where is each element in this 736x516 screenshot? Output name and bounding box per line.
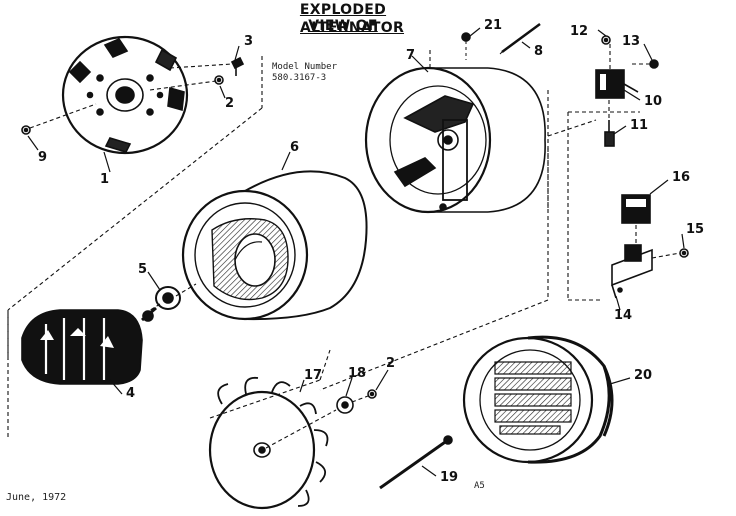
- callout-19: 19: [440, 470, 459, 485]
- part-brush-holder-10: [595, 69, 639, 99]
- callout-7: 7: [406, 48, 416, 63]
- callout-4: 4: [126, 386, 136, 401]
- sheet-code: A5: [474, 481, 485, 491]
- part-bearing-5: [155, 286, 181, 310]
- callout-17: 17: [304, 368, 323, 383]
- callout-11: 11: [630, 118, 649, 133]
- part-nut-2: [367, 389, 377, 399]
- callout-3: 3: [244, 34, 254, 49]
- callout-16: 16: [672, 170, 691, 185]
- part-stator-housing-6: [181, 170, 368, 321]
- part-rotor-4: [21, 306, 157, 385]
- model-number-value: 580.3167-3: [272, 73, 327, 83]
- part-regulator-14: [611, 244, 653, 299]
- part-washer-2: [214, 75, 224, 85]
- part-washer-18: [336, 396, 354, 414]
- part-fan-17: [208, 376, 329, 510]
- date-label: June, 1972: [6, 492, 67, 503]
- part-end-bell-1: [61, 35, 189, 155]
- part-screw-21: [461, 32, 471, 60]
- part-capacitor-16: [621, 194, 651, 224]
- part-rear-cover-20: [462, 335, 614, 464]
- callout-2-lower: 2: [386, 356, 396, 371]
- callout-15: 15: [686, 222, 705, 237]
- callout-12: 12: [570, 24, 589, 39]
- part-screw-13: [649, 59, 659, 69]
- callout-5: 5: [138, 262, 148, 277]
- callout-8: 8: [534, 44, 544, 59]
- part-bolt-3: [230, 56, 245, 76]
- callout-10: 10: [644, 94, 663, 109]
- part-through-bolt-19: [379, 435, 453, 490]
- callout-20: 20: [634, 368, 653, 383]
- callout-9: 9: [38, 150, 48, 165]
- part-brush-11: [604, 120, 615, 147]
- callout-6: 6: [290, 140, 300, 155]
- callout-2: 2: [225, 96, 235, 111]
- part-rear-housing-7: [364, 66, 546, 214]
- callout-18: 18: [348, 366, 367, 381]
- title-line-2: ALTERNATOR: [300, 20, 405, 36]
- part-screw-12: [601, 35, 611, 45]
- callout-13: 13: [622, 34, 641, 49]
- part-screw-15: [679, 248, 689, 258]
- part-through-bolt-8: [499, 22, 541, 55]
- callout-21: 21: [484, 18, 503, 33]
- title-line-1: EXPLODED VIEW OF: [299, 2, 387, 34]
- callout-1: 1: [100, 172, 110, 187]
- model-number-label: Model Number: [272, 62, 338, 72]
- callout-14: 14: [614, 308, 633, 323]
- part-screw-9: [21, 125, 31, 135]
